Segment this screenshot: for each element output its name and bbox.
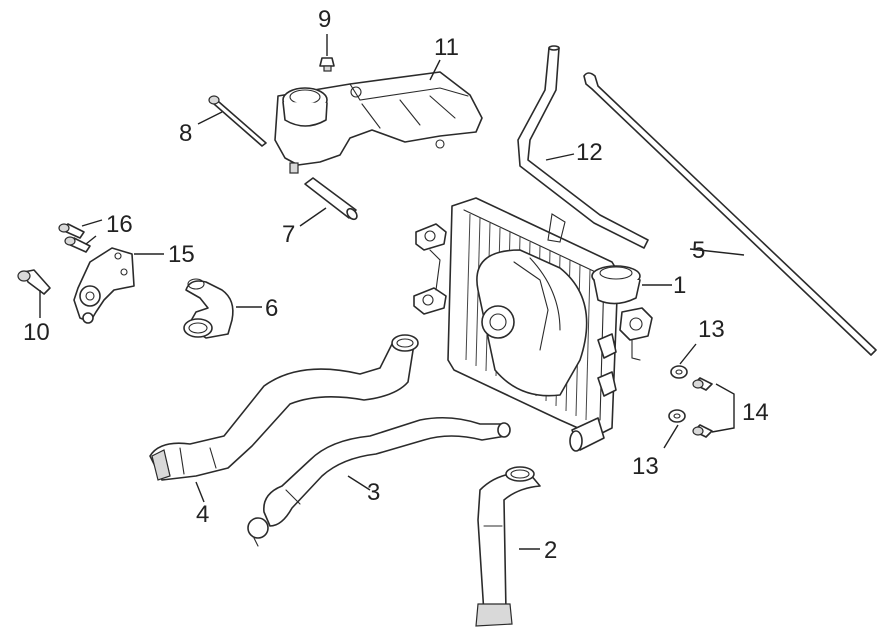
leader-lines	[39, 34, 745, 550]
callout-9: 9	[318, 6, 331, 33]
callout-labels: 1 2 3 4 5 6 7 8 9 10 11 12 13 13 14 15 1…	[23, 6, 769, 564]
part-5-rod	[583, 72, 877, 356]
part-8-long-bolt	[208, 95, 267, 147]
callout-6: 6	[265, 295, 278, 322]
callout-13-lower: 13	[632, 453, 659, 480]
part-14-bolt-lower	[692, 424, 713, 438]
callout-1: 1	[673, 272, 686, 299]
part-14-bolt-upper	[692, 377, 713, 391]
callout-13-upper: 13	[698, 316, 725, 343]
part-2-hose	[475, 466, 541, 627]
callout-15: 15	[168, 241, 195, 268]
part-4-hose	[149, 334, 419, 481]
part-16-screw-lower	[64, 236, 91, 253]
part-13-washer-upper	[670, 365, 688, 379]
part-10-bolt	[17, 269, 51, 295]
callout-11: 11	[434, 34, 459, 61]
callout-8: 8	[179, 120, 192, 147]
part-15-bracket	[73, 247, 135, 324]
part-9-bolt	[319, 57, 335, 72]
part-11-expansion-tank	[274, 71, 483, 174]
callout-3: 3	[367, 479, 380, 506]
part-3-hose	[247, 416, 511, 547]
part-16-screw-upper	[58, 223, 85, 239]
part-7-short-hose	[304, 177, 358, 221]
callout-12: 12	[576, 139, 603, 166]
part-6-elbow-hose	[183, 278, 234, 339]
callout-10: 10	[23, 319, 50, 346]
part-13-washer-lower	[668, 409, 686, 423]
callout-4: 4	[196, 501, 209, 528]
callout-2: 2	[544, 537, 557, 564]
callout-7: 7	[282, 221, 295, 248]
callout-14: 14	[742, 399, 769, 426]
callout-16: 16	[106, 211, 133, 238]
part-12-bent-hose	[517, 45, 649, 249]
part-1-radiator	[413, 197, 653, 452]
callout-5: 5	[692, 237, 705, 264]
